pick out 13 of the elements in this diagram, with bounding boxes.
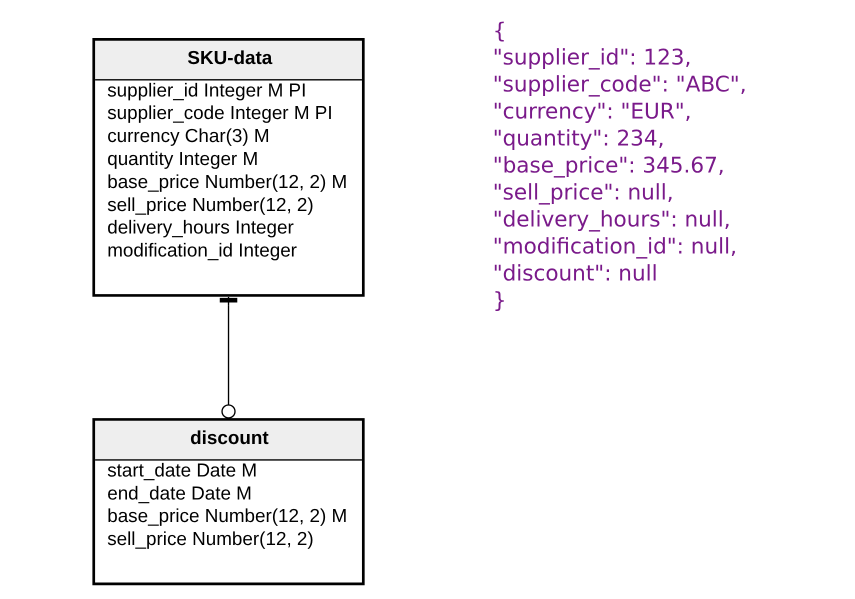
label: { bbox=[492, 18, 506, 44]
label: "quantity": 234, bbox=[492, 126, 664, 152]
label: "discount": null bbox=[492, 261, 658, 286]
node-box: SKU-data supplier_id Integer M PI supplier_code Integer M PI currency Char(3) M quantity Integer M base_price Number(12, 2) M sell_price Number(12, 2) delivery_hours Integer modification_id Integer bbox=[92, 38, 364, 297]
label: } bbox=[492, 288, 506, 314]
label: "supplier_id": 123, bbox=[492, 46, 691, 71]
label: "base_price": 345.67, bbox=[492, 154, 724, 179]
label: "supplier_code": "ABC", bbox=[492, 72, 746, 98]
label: "delivery_hours": null, bbox=[492, 207, 730, 232]
label: "sell_price": null, bbox=[492, 180, 674, 206]
label: "currency": "EUR", bbox=[492, 100, 692, 125]
label: "modification_id": null, bbox=[492, 234, 736, 260]
node-box: discount start_date Date M end_date Date M base_price Number(12, 2) M sell_price Number(12, 2) bbox=[92, 418, 364, 586]
